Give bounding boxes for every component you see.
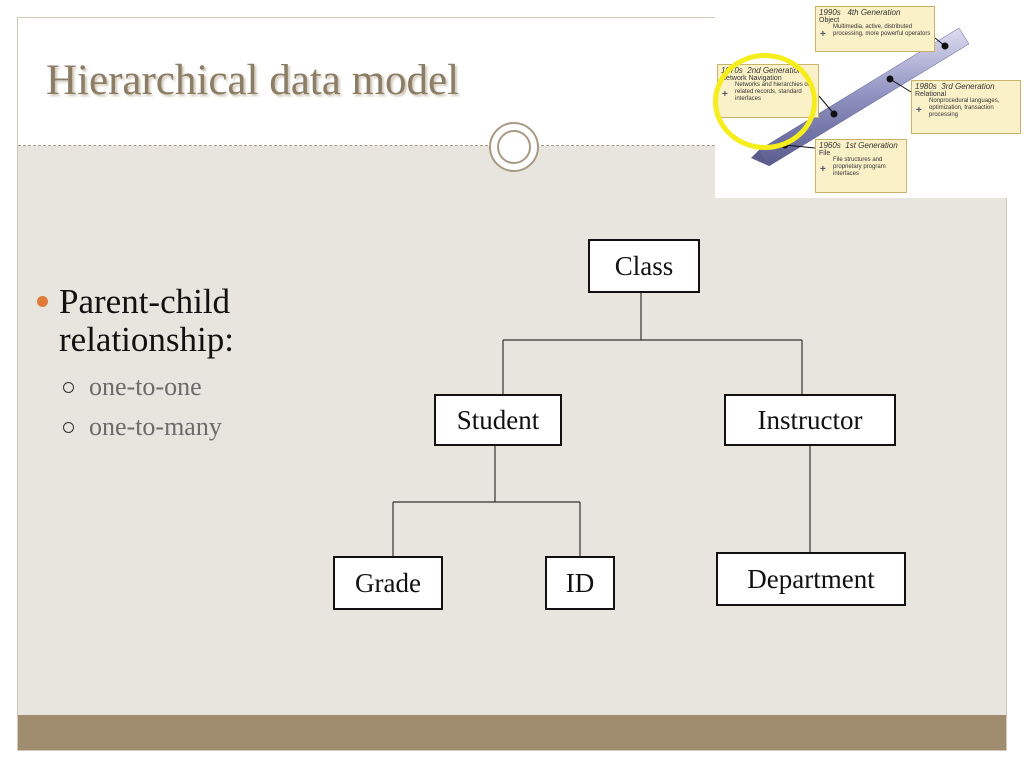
bullet-dot-icon xyxy=(37,296,48,307)
timeline-card-4th-generation: 1990s 4th Generation Object + Multimedia… xyxy=(815,6,935,52)
footer-bar xyxy=(18,715,1006,750)
highlight-circle xyxy=(713,53,817,150)
bullet-parent-child: Parent-child relationship: one-to-one on… xyxy=(37,283,297,447)
sub-bullet-list: one-to-one one-to-many xyxy=(59,367,297,447)
bullet-list: Parent-child relationship: one-to-one on… xyxy=(37,283,297,447)
circle-ornament-icon xyxy=(489,122,539,172)
bullet-text: Parent-child relationship: xyxy=(59,282,234,359)
plus-icon: + xyxy=(820,164,826,175)
plus-icon: + xyxy=(916,105,922,116)
slide-title: Hierarchical data model xyxy=(46,57,460,104)
node-class: Class xyxy=(588,239,700,293)
node-grade: Grade xyxy=(333,556,443,610)
timeline-card-1st-generation: 1960s 1st Generation File + File structu… xyxy=(815,139,907,193)
node-student: Student xyxy=(434,394,562,446)
header-divider-left xyxy=(18,145,488,146)
timeline-card-3rd-generation: 1980s 3rd Generation Relational + Nonpro… xyxy=(911,80,1021,134)
node-instructor: Instructor xyxy=(724,394,896,446)
plus-icon: + xyxy=(820,29,826,40)
sub-bullet-one-to-many: one-to-many xyxy=(59,407,297,447)
database-generations-timeline: 1990s 4th Generation Object + Multimedia… xyxy=(715,0,1024,198)
hollow-bullet-icon xyxy=(63,382,74,393)
node-department: Department xyxy=(716,552,906,606)
timeline-rod xyxy=(751,27,970,167)
sub-bullet-one-to-one: one-to-one xyxy=(59,367,297,407)
node-id: ID xyxy=(545,556,615,610)
hollow-bullet-icon xyxy=(63,422,74,433)
